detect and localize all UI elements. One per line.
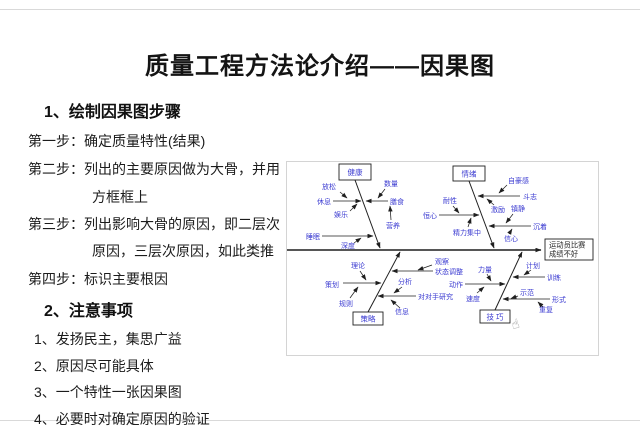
category-label-skill: 技 巧 (486, 312, 504, 322)
fishbone-diagram: 运动员比赛 成绩不好 健康 情绪 策略 技 巧 (286, 161, 599, 356)
category-label-health: 健康 (348, 167, 363, 177)
category-box-health: 健康 (338, 163, 372, 181)
label-sleep: 睡眠 (306, 233, 320, 241)
label-depth: 深度 (341, 241, 355, 250)
label-nutrition: 营养 (386, 221, 400, 230)
effect-text-line1: 运动员比赛 (549, 241, 586, 250)
section2-heading: 2、注意事项 (44, 303, 133, 320)
strategy-branch: 策划 理论 规则 状态调整 观察 对对手研究 分析 信息 (325, 257, 463, 316)
category-label-strategy: 策略 (361, 314, 376, 324)
category-box-strategy: 策略 (352, 311, 384, 326)
label-motivation: 激励 (491, 205, 505, 214)
strategy-big-bone (367, 251, 401, 313)
step3-cont-line: 原因，三层次原因，如此类推 (92, 243, 274, 259)
effect-box: 运动员比赛 成绩不好 (544, 238, 594, 261)
label-plan: 计划 (526, 261, 540, 270)
label-quantity: 数量 (384, 179, 398, 188)
label-pride: 自豪感 (508, 176, 529, 185)
label-opponent-research: 对对手研究 (418, 292, 453, 301)
label-form: 形式 (552, 295, 566, 304)
label-speed: 速度 (466, 294, 480, 303)
label-demonstration: 示范 (520, 288, 534, 297)
label-relax: 放松 (322, 182, 336, 191)
label-observation: 观察 (435, 257, 449, 266)
label-calmness: 镇静 (511, 204, 525, 213)
label-composure: 沉着 (533, 222, 547, 231)
step2-cont-line: 方框框上 (92, 189, 148, 205)
label-perseverance: 恒心 (423, 211, 437, 220)
fishbone-svg: 运动员比赛 成绩不好 健康 情绪 策略 技 巧 (287, 163, 594, 332)
label-analysis: 分析 (398, 277, 412, 286)
label-rules: 规则 (339, 299, 353, 308)
hand-cursor-icon: ☝ (510, 316, 521, 332)
note1-line: 1、发扬民主，集思广益 (34, 331, 182, 347)
page-top-rule (0, 9, 640, 10)
label-information: 信息 (395, 307, 409, 316)
label-concentration: 精力集中 (453, 228, 481, 237)
step1-line: 第一步：确定质量特性(结果) (28, 133, 206, 149)
skill-big-bone (494, 251, 523, 311)
label-action: 动作 (449, 280, 463, 289)
emotion-big-bone (468, 180, 495, 249)
step2-line: 第二步：列出的主要原因做为大骨，并用 (28, 161, 280, 177)
effect-text-line2: 成绩不好 (549, 250, 578, 259)
label-theory: 理论 (351, 261, 365, 270)
label-planning: 策划 (325, 280, 339, 289)
label-confidence: 信心 (504, 234, 518, 243)
note2-line: 2、原因尽可能具体 (34, 358, 154, 374)
emotion-branch: 斗志 自豪感 激励 沉着 镇静 信心 恒心 耐性 精力集中 (423, 176, 547, 243)
category-box-emotion: 情绪 (452, 165, 486, 182)
section1-heading: 1、绘制因果图步骤 (44, 104, 181, 121)
skill-branch: 动作 力量 速度 训练 计划 形式 示范 重复 (449, 261, 566, 314)
label-patience: 耐性 (443, 196, 457, 205)
label-strength: 力量 (478, 265, 492, 274)
note3-line: 3、一个特性一张因果图 (34, 384, 182, 400)
label-diet: 膳食 (390, 197, 404, 206)
step3-line: 第三步：列出影响大骨的原因，即二层次 (28, 216, 280, 232)
page-title: 质量工程方法论介绍——因果图 (145, 53, 495, 80)
label-training: 训练 (547, 273, 561, 282)
health-branch: 休息 放松 娱乐 膳食 数量 营养 睡眠 深度 (306, 179, 404, 250)
step4-line: 第四步：标识主要根因 (28, 271, 168, 287)
label-fighting-spirit: 斗志 (523, 192, 537, 201)
page-bottom-rule (0, 420, 640, 421)
label-recreation: 娱乐 (334, 210, 348, 219)
label-repetition: 重复 (539, 305, 553, 314)
category-label-emotion: 情绪 (462, 169, 477, 179)
label-rest: 休息 (317, 197, 331, 206)
note4-line: 4、必要时对确定原因的验证 (34, 411, 210, 427)
label-state-adjustment: 状态调整 (435, 267, 463, 276)
category-box-skill: 技 巧 (479, 309, 511, 324)
health-big-bone (354, 179, 381, 249)
